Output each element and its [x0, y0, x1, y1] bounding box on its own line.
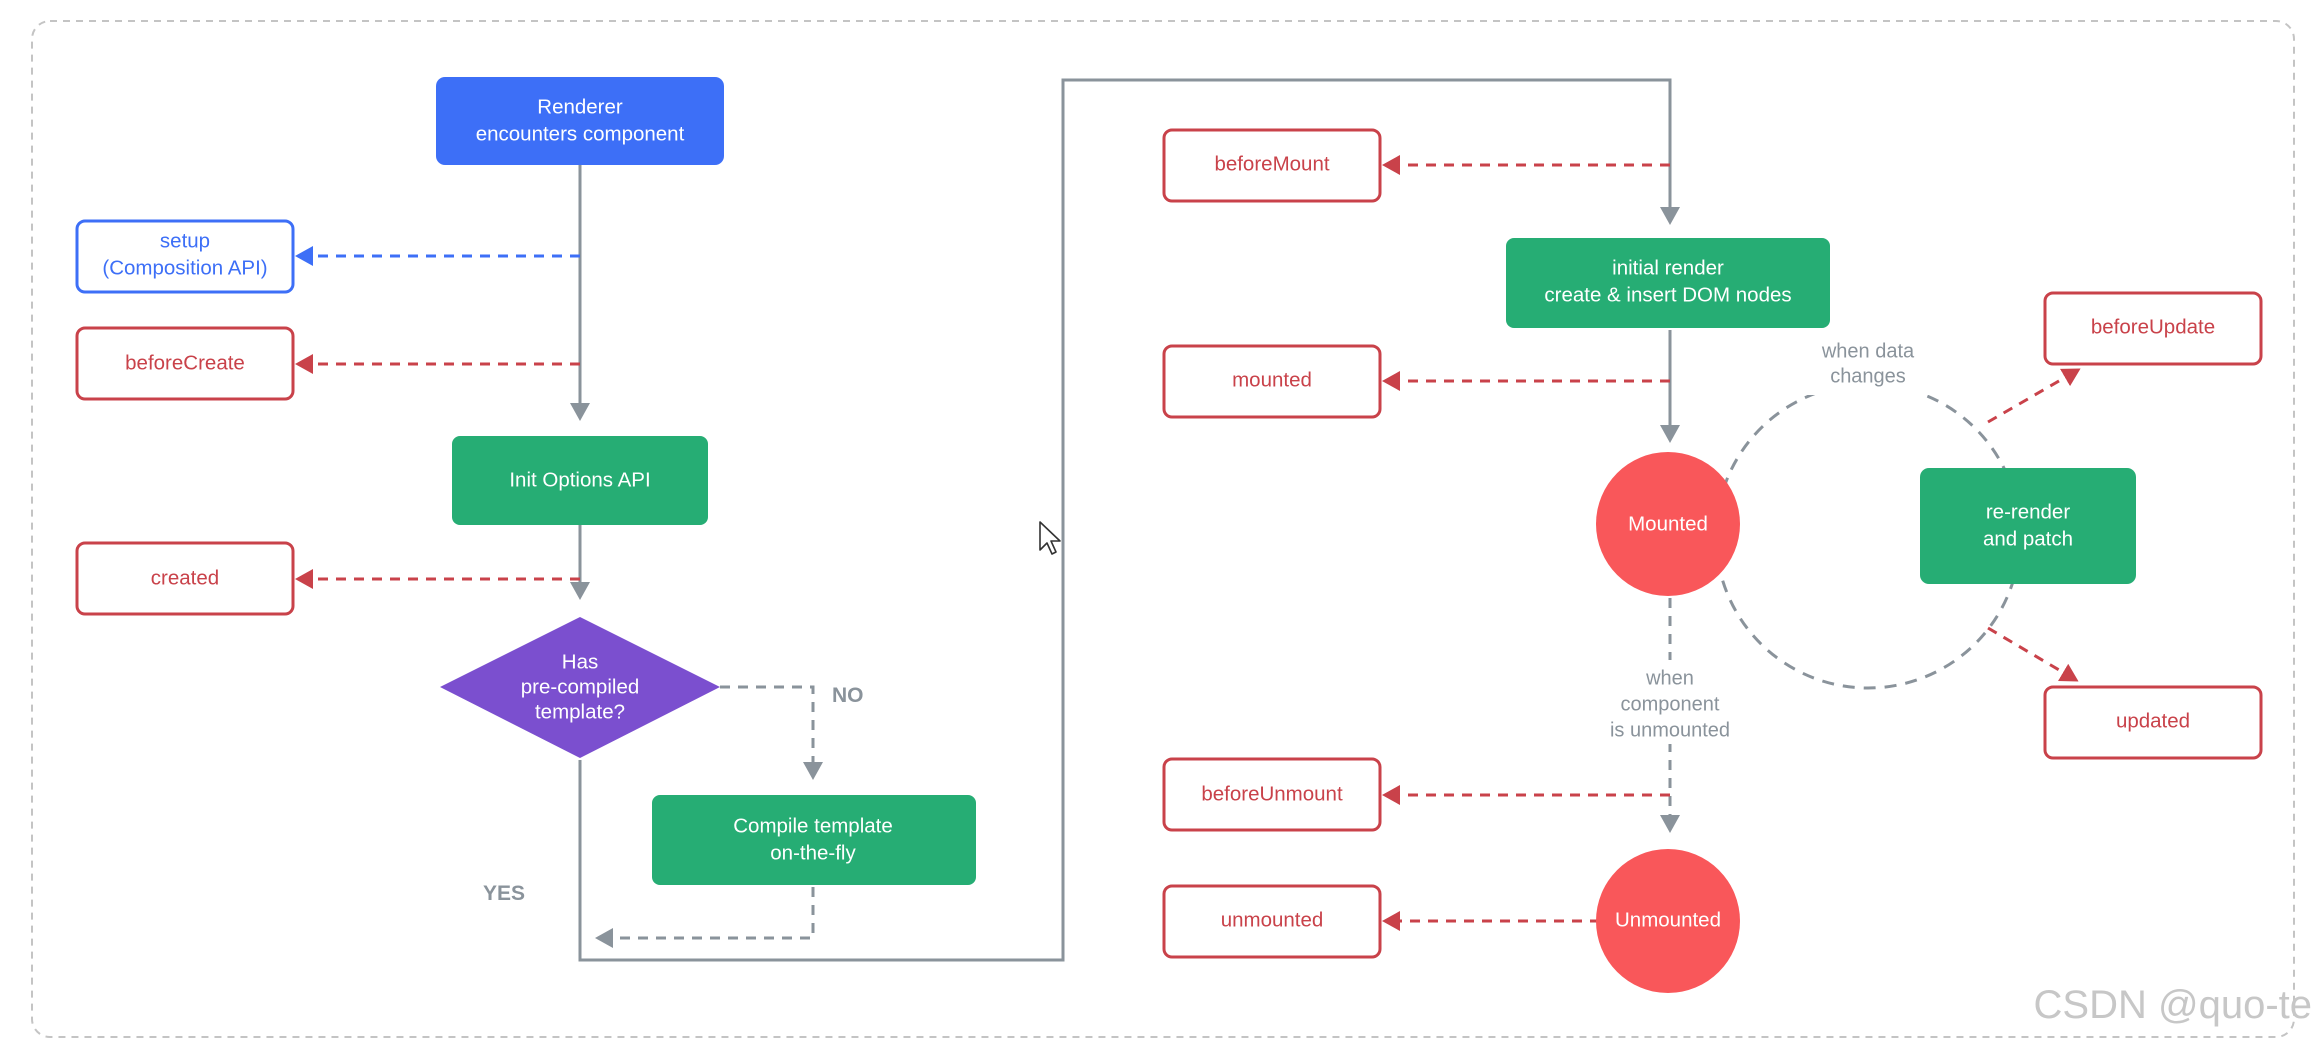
setup-hook-line2: (Composition API)	[102, 256, 267, 279]
updated-hook: updated	[2043, 685, 2263, 760]
initial-render-line2: create & insert DOM nodes	[1544, 283, 1791, 306]
unmounted-state-label: Unmounted	[1615, 908, 1721, 931]
renderer-line1: Renderer	[537, 95, 623, 118]
renderer-line2: encounters component	[476, 122, 685, 145]
outer-frame	[31, 20, 2295, 1038]
before-unmount-hook: beforeUnmount	[1162, 757, 1382, 832]
unmounted-hook: unmounted	[1162, 884, 1382, 959]
main-flow-connectors	[570, 78, 1680, 962]
hook-connectors	[295, 155, 2081, 931]
watermark: CSDN @quo-te	[2034, 983, 2312, 1027]
mounted-state-node: Mounted	[1596, 452, 1740, 596]
before-update-label: beforeUpdate	[2091, 315, 2215, 338]
compile-template-node: Compile template on-the-fly	[652, 795, 976, 885]
before-mount-hook: beforeMount	[1162, 128, 1382, 203]
renderer-node: Renderer encounters component	[436, 77, 724, 165]
when-unmounted-line3: is unmounted	[1610, 719, 1730, 741]
before-create-label: beforeCreate	[125, 351, 245, 374]
updated-label: updated	[2116, 709, 2190, 732]
created-hook: created	[75, 541, 295, 616]
branch-connectors	[595, 598, 1680, 948]
rerender-line1: re-render	[1986, 500, 2070, 523]
before-create-hook: beforeCreate	[75, 326, 295, 401]
when-unmounted-label: when component is unmounted	[1590, 660, 1750, 744]
when-data-changes-line2: changes	[1830, 365, 1906, 387]
mounted-state-label: Mounted	[1628, 512, 1708, 535]
compile-line1: Compile template	[733, 814, 893, 837]
initial-render-node: initial render create & insert DOM nodes	[1506, 238, 1830, 328]
mouse-cursor-icon	[1039, 521, 1061, 555]
decision-line2: pre-compiled	[521, 675, 640, 698]
when-unmounted-line1: when	[1645, 667, 1694, 689]
unmounted-state-node: Unmounted	[1596, 849, 1740, 993]
no-label: NO	[832, 684, 864, 707]
before-unmount-label: beforeUnmount	[1201, 782, 1343, 805]
yes-label: YES	[483, 882, 525, 905]
init-options-node: Init Options API	[452, 436, 708, 525]
before-mount-label: beforeMount	[1214, 152, 1329, 175]
rerender-node: re-render and patch	[1920, 468, 2136, 584]
unmounted-hook-label: unmounted	[1221, 908, 1324, 931]
compile-line2: on-the-fly	[770, 841, 856, 864]
mounted-hook-label: mounted	[1232, 368, 1312, 391]
when-data-changes-line1: when data	[1821, 340, 1915, 362]
mounted-hook: mounted	[1162, 344, 1382, 419]
when-data-changes-label: when data changes	[1821, 340, 1915, 387]
decision-line1: Has	[562, 650, 598, 673]
before-update-hook: beforeUpdate	[2043, 291, 2263, 366]
rerender-line2: and patch	[1983, 527, 2073, 550]
initial-render-line1: initial render	[1612, 256, 1724, 279]
decision-line3: template?	[535, 700, 625, 723]
setup-hook-line1: setup	[160, 229, 210, 252]
init-options-label: Init Options API	[509, 468, 650, 491]
created-label: created	[151, 566, 219, 589]
has-template-decision: Has pre-compiled template?	[440, 617, 720, 758]
when-unmounted-line2: component	[1621, 693, 1720, 715]
setup-hook: setup (Composition API)	[75, 219, 295, 294]
